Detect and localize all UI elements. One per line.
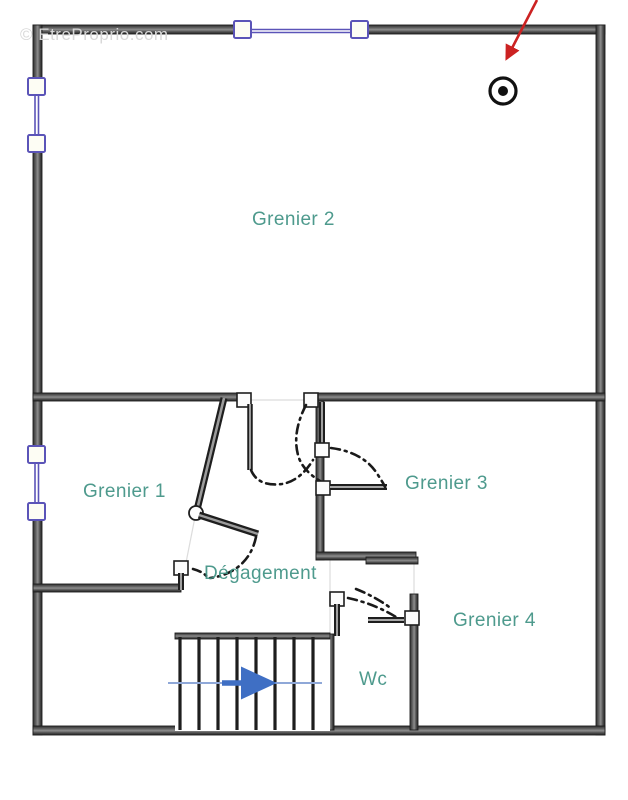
red-pointer-arrow	[505, 0, 539, 61]
room-label-grenier-4: Grenier 4	[453, 610, 536, 631]
window-top	[233, 20, 369, 39]
staircase	[168, 632, 331, 731]
room-label-wc: Wc	[359, 669, 388, 690]
door-grenier4-west	[354, 587, 420, 626]
room-label-grenier-2: Grenier 2	[252, 209, 335, 230]
door-degagement-west	[188, 505, 260, 580]
door-grenier1-top	[192, 392, 315, 515]
watermark-text: © EtreProprio.com	[20, 25, 169, 44]
room-label-degagement: Dégagement	[204, 563, 317, 584]
door-grenier3-west	[315, 446, 387, 496]
door-wc	[329, 591, 398, 636]
window-left-lower	[27, 445, 46, 521]
door-grenier1-south	[173, 560, 210, 590]
window-left-upper	[27, 77, 46, 153]
ceiling-light-point	[488, 76, 518, 106]
room-label-grenier-3: Grenier 3	[405, 473, 488, 494]
grenier3-stub-wall	[365, 556, 419, 565]
door-grenier2-south	[294, 392, 330, 483]
room-label-grenier-1: Grenier 1	[83, 481, 166, 502]
